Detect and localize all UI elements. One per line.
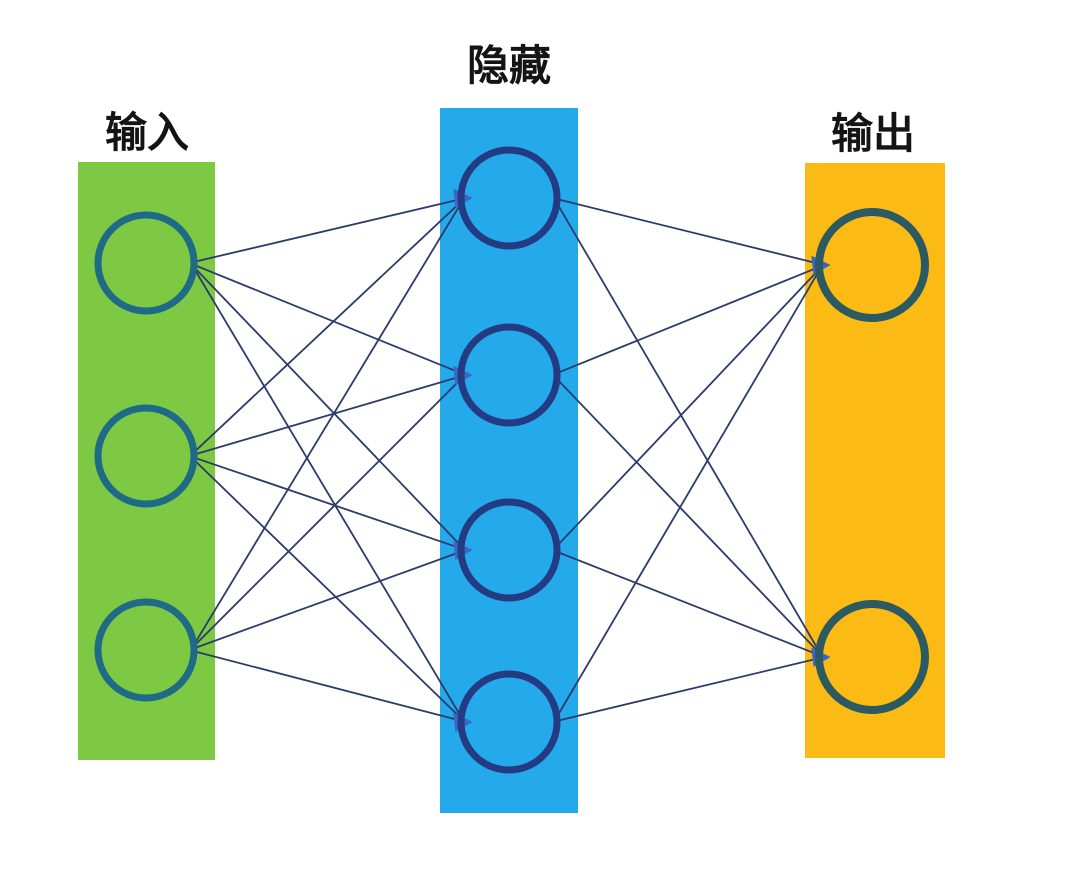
connection-line: [192, 458, 463, 720]
layer-label-input: 输入: [104, 108, 190, 157]
layer-bands-group: [78, 108, 945, 813]
neuron-node-i3: [94, 598, 198, 702]
connection-line: [192, 200, 463, 454]
connection-line: [556, 198, 820, 265]
connection-line: [556, 550, 820, 657]
neuron-node-h1: [457, 146, 561, 250]
connection-line: [555, 377, 821, 654]
connection-line: [193, 263, 462, 375]
connection-line: [555, 202, 821, 653]
connection-line: [555, 268, 821, 548]
layer-band-hidden: [440, 108, 578, 813]
connection-line: [555, 269, 821, 718]
connection-line: [193, 650, 462, 722]
neuron-node-h3: [457, 498, 561, 602]
connection-line: [192, 265, 463, 548]
neuron-node-o1: [815, 208, 929, 322]
connection-line: [192, 377, 463, 648]
connection-edges-group: [192, 188, 831, 732]
neuron-node-i2: [94, 404, 198, 508]
connection-line: [193, 550, 462, 650]
neuron-node-i1: [94, 211, 198, 315]
neuron-node-h4: [457, 670, 561, 774]
connection-line: [556, 266, 820, 375]
neuron-nodes-group: [94, 146, 929, 774]
connection-line: [193, 198, 462, 263]
connection-line: [192, 202, 463, 646]
connection-line: [556, 657, 820, 722]
connection-line: [193, 456, 462, 550]
layer-label-hidden: 隐藏: [466, 41, 552, 90]
connection-line: [193, 375, 462, 456]
neuron-node-o2: [815, 600, 929, 714]
connection-line: [192, 267, 463, 718]
layer-label-output: 输出: [830, 109, 916, 158]
neuron-node-h2: [457, 323, 561, 427]
